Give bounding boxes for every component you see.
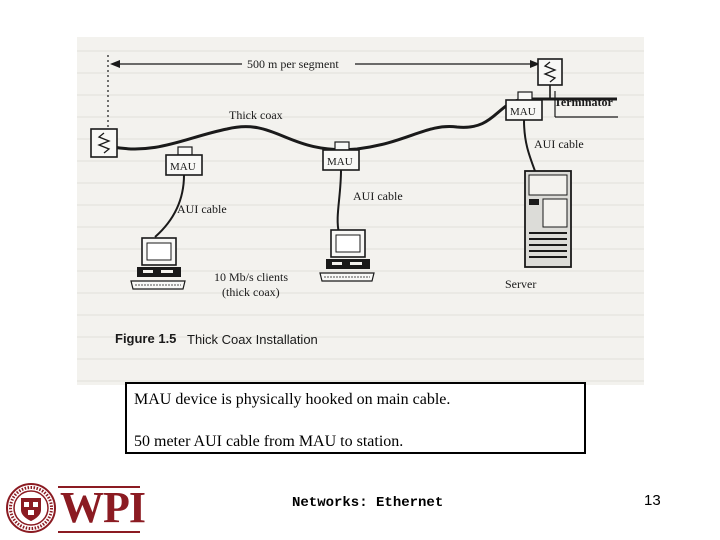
- segment-label: 500 m per segment: [247, 57, 339, 71]
- server-label: Server: [505, 277, 536, 291]
- client-workstation-center: [319, 229, 375, 282]
- clients-label-line1: 10 Mb/s clients: [214, 270, 288, 284]
- figure-number: Figure 1.5: [115, 331, 176, 346]
- page-number: 13: [644, 492, 661, 509]
- client-workstation-left: [130, 237, 186, 290]
- segment-arrowhead-left: [110, 60, 120, 68]
- mau-left-label: MAU: [170, 161, 196, 173]
- caption-line-1: MAU device is physically hooked on main …: [134, 391, 451, 408]
- thick-coax-diagram: 500 m per segment Thick coax Terminator …: [77, 37, 644, 385]
- wpi-rule-bottom: [58, 531, 140, 533]
- mau-center: MAU: [322, 141, 360, 171]
- caption-box: MAU device is physically hooked on main …: [125, 382, 586, 454]
- segment-arrowhead-right: [530, 60, 540, 68]
- thick-coax-label: Thick coax: [229, 108, 283, 122]
- caption-line-2: 50 meter AUI cable from MAU to station.: [134, 433, 404, 450]
- mau-center-label: MAU: [327, 156, 353, 168]
- clients-label-line2: (thick coax): [222, 285, 280, 299]
- mau-right-label: MAU: [510, 106, 536, 118]
- left-terminator: [90, 128, 118, 158]
- aui-cable-center-label: AUI cable: [353, 189, 403, 203]
- aui-cable-center: [336, 169, 342, 234]
- terminator-label: Terminator: [554, 95, 614, 109]
- footer-title: Networks: Ethernet: [292, 495, 444, 511]
- server-tower: [524, 170, 572, 268]
- wpi-rule-top: [58, 486, 140, 488]
- aui-cable-left: [154, 174, 185, 238]
- wpi-logo: [6, 483, 56, 533]
- aui-cable-left-label: AUI cable: [177, 202, 227, 216]
- mau-right: MAU: [505, 91, 543, 121]
- wpi-seal-icon: [6, 483, 56, 533]
- right-terminator: [537, 58, 563, 99]
- aui-cable-right-label: AUI cable: [534, 137, 584, 151]
- thick-coax-cable: [112, 97, 617, 152]
- aui-cable-right: [523, 119, 536, 172]
- wpi-logo-text: WPI: [60, 483, 146, 532]
- figure-title: Thick Coax Installation: [187, 332, 318, 347]
